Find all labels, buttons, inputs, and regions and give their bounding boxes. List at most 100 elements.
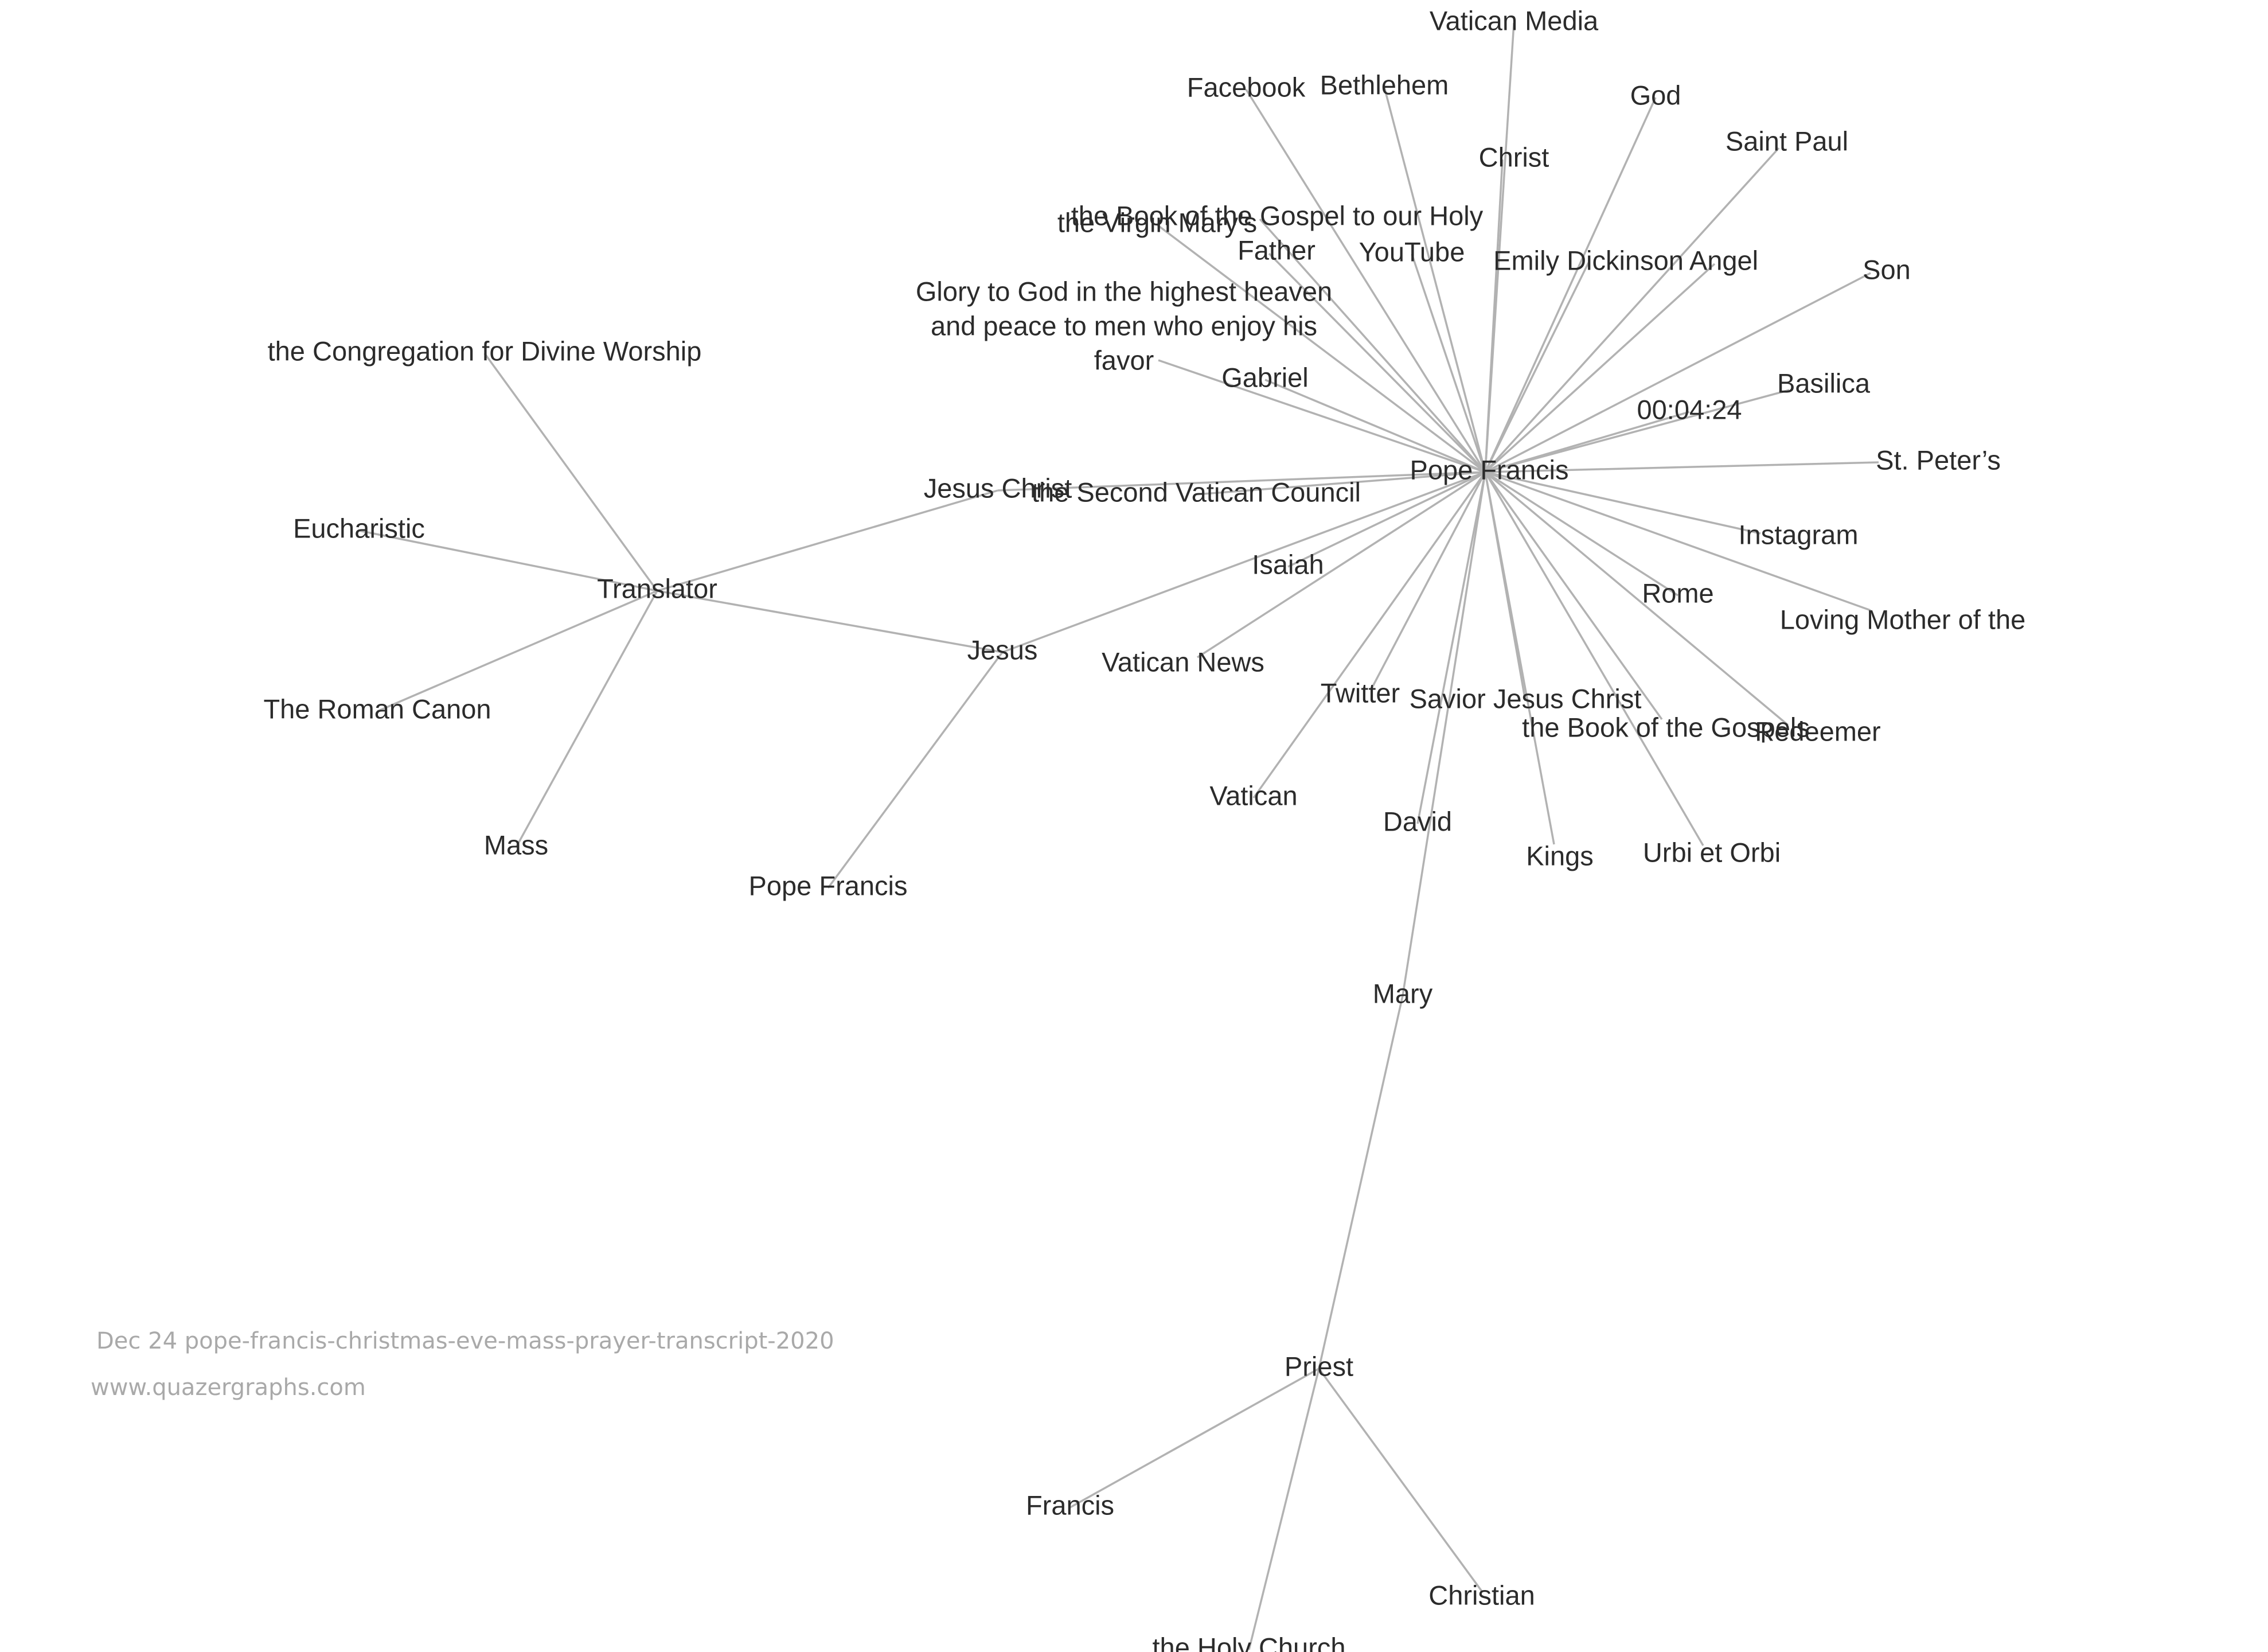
node-label-line: the Virgin Mary’s [1057,207,1257,237]
edge-pf-facebook [1245,89,1486,473]
edge-pf-christ [1484,159,1504,473]
node-label-line: Father [1238,235,1315,265]
node-label-line: and peace to men who enjoy his [931,310,1317,341]
edge-pf-isaiah [1287,471,1486,568]
node-label-mass: Mass [484,829,548,860]
edge-pf-gabriel [1264,379,1486,473]
node-label-line: Jesus Christ [924,473,1072,503]
edge-pf-st_peters [1485,461,1879,473]
node-label-line: 00:04:24 [1637,394,1742,424]
edge-pf-david [1416,472,1486,824]
edge-pf-rome [1485,471,1678,597]
node-label-line: Emily Dickinson [1493,245,1684,275]
node-label-line: Redeemer [1755,716,1880,746]
node-label-line: Basilica [1777,368,1871,398]
node-label-line: St. Peter’s [1876,445,2001,475]
node-label-line: Facebook [1187,72,1306,102]
node-label-vatican: Vatican [1209,780,1297,811]
node-label-christian: Christian [1428,1580,1535,1610]
node-label-line: Saint Paul [1726,126,1848,156]
node-label-eucharistic: Eucharistic [293,513,425,543]
node-label-line: The Roman Canon [263,693,491,724]
graph-source-title: Dec 24 pope-francis-christmas-eve-mass-p… [96,1328,834,1354]
edge-pf-glory [1158,359,1486,473]
node-label-god: God [1630,80,1681,110]
edge-pf-bethlehem [1383,87,1486,473]
node-label-francis: Francis [1026,1490,1114,1520]
node-label-line: Mary [1373,978,1433,1008]
node-label-bethlehem: Bethlehem [1320,69,1449,100]
node-label-line: Angel [1689,245,1758,275]
edge-jesus-pf2 [827,651,1004,889]
node-label-line: the Book of the Gospels [1522,712,1810,742]
node-label-son: Son [1863,254,1911,285]
node-label-line: Priest [1285,1351,1353,1381]
node-label-line: Bethlehem [1320,69,1449,100]
edge-translator-roman_canon [377,590,658,712]
node-label-twitter: Twitter [1321,677,1400,708]
node-label-virgin_marys: the Virgin Mary’s [1057,207,1257,237]
edge-pf-father [1268,252,1486,473]
node-label-redeemer: Redeemer [1755,716,1880,746]
edge-pf-vatican [1252,471,1486,799]
node-label-line: Rome [1642,578,1713,608]
node-label-roman_canon: The Roman Canon [263,693,491,724]
node-label-gabriel: Gabriel [1221,362,1309,392]
edge-pf-kings [1484,472,1555,845]
node-label-pf: Pope Francis [1410,454,1569,485]
node-label-vatican_media: Vatican Media [1430,5,1599,36]
node-label-basilica: Basilica [1777,368,1871,398]
node-label-line: Loving Mother of the [1780,604,2026,634]
edge-jesus_christ-translator [657,489,998,592]
node-label-book_gospels: the Book of the Gospels [1522,712,1810,742]
node-label-line: Pope Francis [749,870,908,901]
node-label-facebook: Facebook [1187,72,1306,102]
node-label-kings: Kings [1526,840,1594,871]
edge-pf-redeemer [1484,471,1789,726]
node-label-mary: Mary [1373,978,1433,1008]
edge-pf-angel [1484,263,1716,473]
node-label-holy_church: the Holy Church [1153,1632,1346,1652]
node-label-line: the Second Vatican Council [1032,477,1361,507]
node-label-line: the Congregation for Divine Worship [268,336,702,366]
node-label-savior: Savior Jesus Christ [1410,683,1642,714]
graph-source-site: www.quazergraphs.com [91,1374,366,1401]
edge-pf-emily [1484,262,1590,473]
node-label-line: Christian [1428,1580,1535,1610]
node-label-line: Isaiah [1252,549,1324,579]
node-label-angel: Angel [1689,245,1758,275]
node-label-father: Father [1238,235,1315,265]
node-label-saint_paul: Saint Paul [1726,126,1848,156]
edge-pf-book_gospels [1484,471,1663,720]
node-label-line: Gabriel [1221,362,1309,392]
node-label-line: Christ [1479,142,1549,172]
edge-translator-eucharistic [358,529,658,592]
edge-pf-basilica [1485,389,1790,473]
node-label-pf2: Pope Francis [749,870,908,901]
node-label-emily: Emily Dickinson [1493,245,1684,275]
node-label-line: the Book of the Gospel to our Holy [1071,200,1484,231]
edge-pf-instagram [1485,471,1761,535]
node-label-line: the Holy Church [1153,1632,1346,1652]
node-label-line: Jesus [967,634,1038,665]
edge-pf-loving_mother [1485,471,1871,611]
edge-pf-mary [1402,472,1486,996]
edge-jesus-translator [657,590,1003,653]
edge-mary-priest [1318,995,1404,1369]
edge-pf-god [1484,97,1657,473]
node-label-line: Eucharistic [293,513,425,543]
node-label-urbi: Urbi et Orbi [1643,837,1781,867]
node-label-david: David [1383,806,1452,836]
node-label-loving_mother: Loving Mother of the [1780,604,2026,634]
node-label-jesus: Jesus [967,634,1038,665]
node-label-congregation: the Congregation for Divine Worship [268,336,702,366]
node-label-line: Vatican [1209,780,1297,811]
edge-priest-holy_church [1248,1368,1320,1650]
edge-pf-youtube [1411,254,1486,473]
node-label-priest: Priest [1285,1351,1353,1381]
node-label-vatican_news: Vatican News [1102,646,1264,677]
edge-priest-francis [1069,1367,1320,1509]
